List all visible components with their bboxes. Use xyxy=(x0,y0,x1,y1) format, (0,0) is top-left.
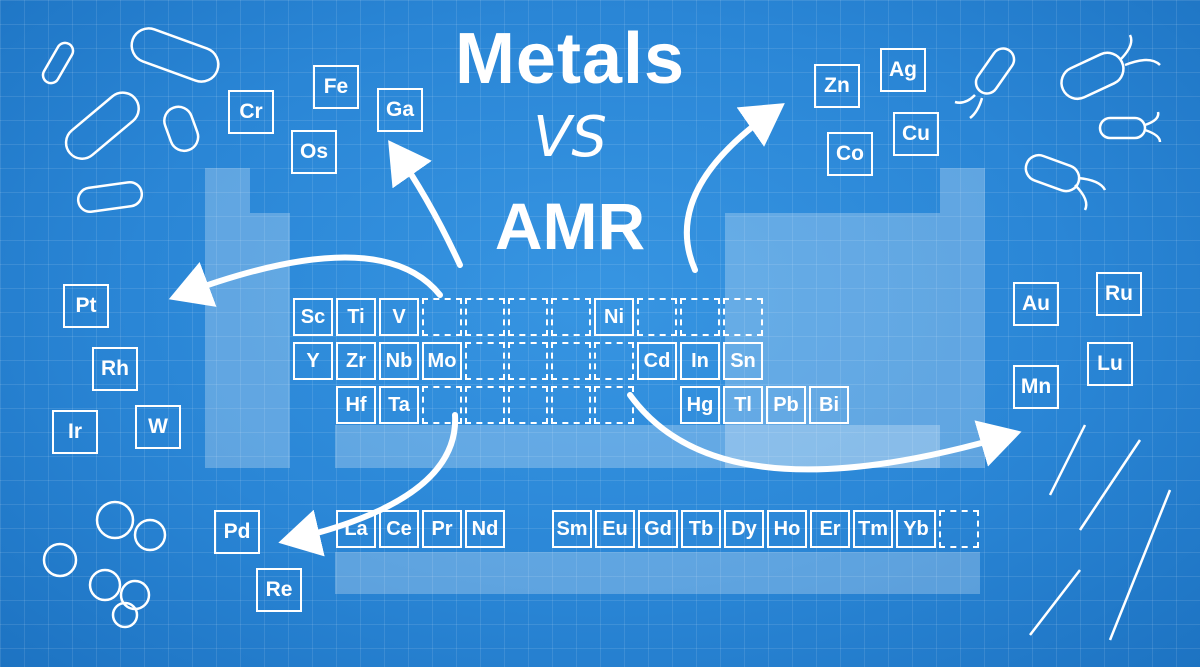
element-placeholder xyxy=(422,298,462,336)
floating-element: Cr xyxy=(228,90,274,134)
element-placeholder xyxy=(551,386,591,424)
element-cell: Pb xyxy=(766,386,806,424)
ghost-block-right-top xyxy=(940,168,985,468)
floating-element: Fe xyxy=(313,65,359,109)
ghost-block-left2 xyxy=(250,213,290,468)
element-placeholder xyxy=(551,342,591,380)
arrow-icon xyxy=(388,140,463,268)
element-placeholder xyxy=(594,386,634,424)
element-cell: Tl xyxy=(723,386,763,424)
element-cell: Pr xyxy=(422,510,462,548)
floating-element: Lu xyxy=(1087,342,1133,386)
element-placeholder xyxy=(465,342,505,380)
arrow-icon xyxy=(627,392,1022,473)
floating-element: Ir xyxy=(52,410,98,454)
floating-element: Os xyxy=(291,130,337,174)
element-cell: V xyxy=(379,298,419,336)
floating-element: Re xyxy=(256,568,302,612)
element-cell: Sm xyxy=(552,510,592,548)
element-cell: Cd xyxy=(637,342,677,380)
element-cell: Yb xyxy=(896,510,936,548)
element-cell: Y xyxy=(293,342,333,380)
element-placeholder xyxy=(508,298,548,336)
bacteria-coccus-icon xyxy=(42,500,167,629)
element-placeholder xyxy=(508,342,548,380)
element-cell: Ho xyxy=(767,510,807,548)
ghost-block-bottom xyxy=(335,425,940,468)
element-cell: Nd xyxy=(465,510,505,548)
title-vs: VS xyxy=(533,105,607,170)
ghost-block-left xyxy=(205,168,250,468)
element-cell: Gd xyxy=(638,510,678,548)
element-cell: Eu xyxy=(595,510,635,548)
element-cell: Ni xyxy=(594,298,634,336)
floating-element: Au xyxy=(1013,282,1059,326)
element-placeholder xyxy=(465,298,505,336)
floating-element: Co xyxy=(827,132,873,176)
element-cell: Tb xyxy=(681,510,721,548)
bacteria-flagellated-icon xyxy=(954,34,1162,211)
element-cell: Mo xyxy=(422,342,462,380)
ghost-block-right xyxy=(725,213,940,468)
floating-element: Ag xyxy=(880,48,926,92)
floating-element: Rh xyxy=(92,347,138,391)
element-cell: Sc xyxy=(293,298,333,336)
bacteria-rod-icon xyxy=(41,27,220,214)
element-cell: Ti xyxy=(336,298,376,336)
floating-element: Mn xyxy=(1013,365,1059,409)
element-placeholder xyxy=(508,386,548,424)
element-placeholder xyxy=(594,342,634,380)
title-metals: Metals xyxy=(454,19,686,99)
floating-element: Cu xyxy=(893,112,939,156)
element-cell: Er xyxy=(810,510,850,548)
element-cell: Dy xyxy=(724,510,764,548)
element-placeholder xyxy=(680,298,720,336)
element-placeholder xyxy=(637,298,677,336)
element-cell: Zr xyxy=(336,342,376,380)
arrow-icon xyxy=(278,412,459,557)
floating-element: Pt xyxy=(63,284,109,328)
element-cell: In xyxy=(680,342,720,380)
element-cell: Sn xyxy=(723,342,763,380)
arrow-icon xyxy=(684,103,785,273)
element-cell: Hf xyxy=(336,386,376,424)
floating-element: Pd xyxy=(214,510,260,554)
element-placeholder xyxy=(465,386,505,424)
element-placeholder xyxy=(422,386,462,424)
floating-element: Zn xyxy=(814,64,860,108)
element-cell: Ce xyxy=(379,510,419,548)
element-placeholder xyxy=(551,298,591,336)
element-placeholder xyxy=(723,298,763,336)
arrow-icon xyxy=(168,254,443,307)
floating-element: W xyxy=(135,405,181,449)
element-cell: Ta xyxy=(379,386,419,424)
title-amr: AMR xyxy=(494,189,646,263)
element-placeholder xyxy=(939,510,979,548)
element-cell: Bi xyxy=(809,386,849,424)
bacteria-chain-icon xyxy=(1029,424,1172,641)
floating-element: Ru xyxy=(1096,272,1142,316)
element-cell: Hg xyxy=(680,386,720,424)
element-cell: Nb xyxy=(379,342,419,380)
ghost-block-lanth xyxy=(335,552,980,594)
element-cell: Tm xyxy=(853,510,893,548)
floating-element: Ga xyxy=(377,88,423,132)
